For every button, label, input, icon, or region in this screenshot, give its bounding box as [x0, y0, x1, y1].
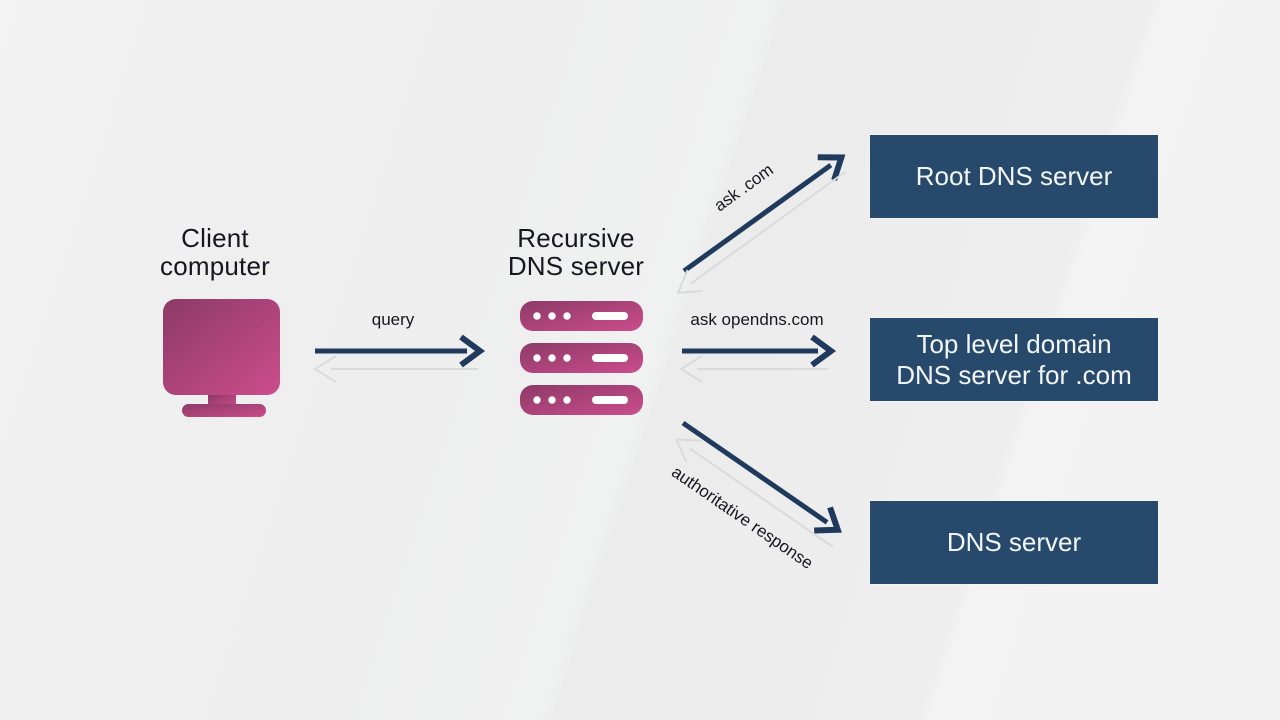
server-stack-icon	[520, 301, 643, 415]
ask-opendns-label: ask opendns.com	[690, 310, 824, 329]
monitor-icon	[163, 299, 280, 417]
client-computer-label: Client computer	[160, 223, 270, 282]
arrow-authoritative-return	[674, 438, 834, 548]
arrow-ask-com-return	[676, 171, 846, 294]
arrow-ask-opendns-return	[679, 355, 828, 383]
server-unit	[520, 301, 643, 331]
server-unit	[520, 343, 643, 373]
recursive-dns-server-label: Recursive DNS server	[507, 223, 645, 282]
server-unit	[520, 385, 643, 415]
arrow-query	[315, 334, 486, 368]
arrow-authoritative	[681, 420, 842, 534]
arrow-ask-com	[682, 154, 846, 274]
query-label: query	[371, 310, 415, 329]
tld-dns-server-box: Top level domain DNS server for .com	[870, 318, 1158, 401]
root-dns-server-box: Root DNS server	[870, 135, 1158, 218]
dns-server-box: DNS server	[870, 501, 1158, 584]
arrow-ask-opendns	[682, 334, 837, 368]
arrow-query-return	[313, 355, 478, 383]
